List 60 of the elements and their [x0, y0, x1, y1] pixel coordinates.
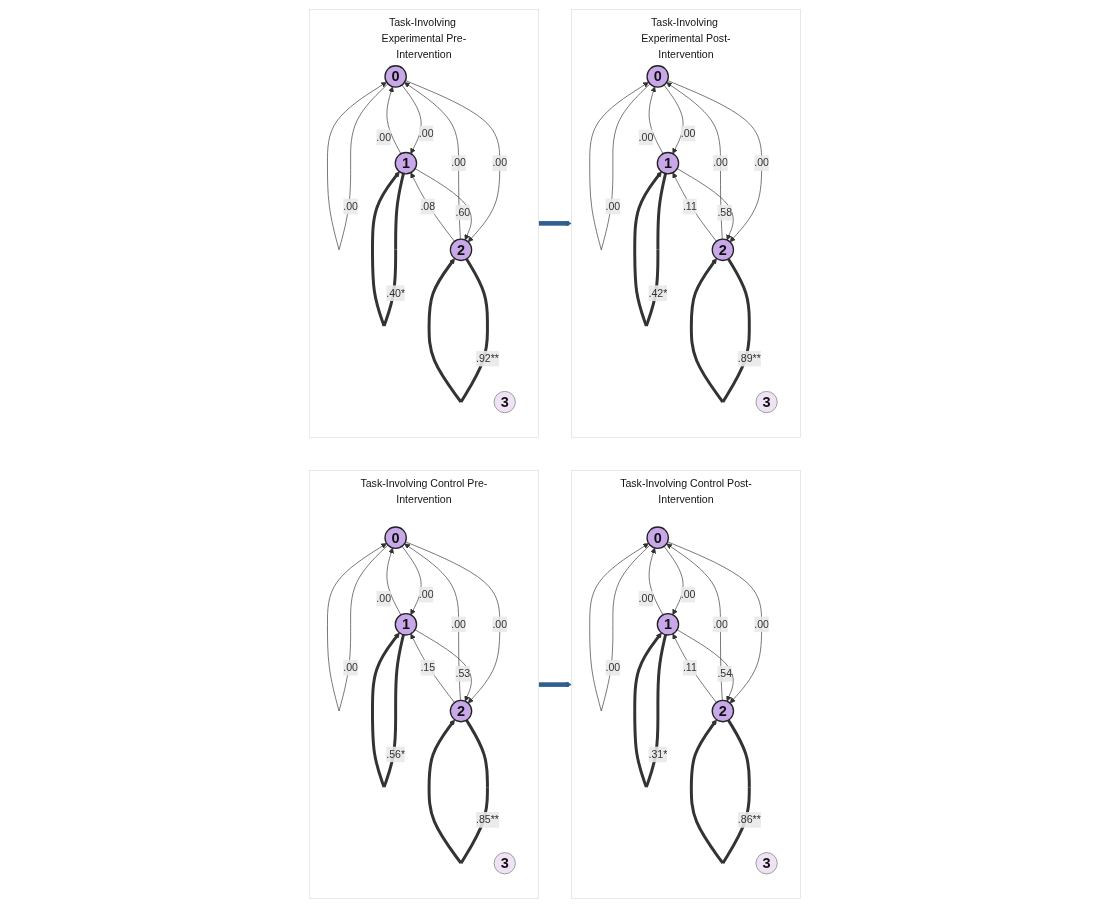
edge-label: .00	[605, 661, 621, 673]
edge-label: .11	[683, 200, 697, 212]
node-circle: 1	[394, 151, 418, 174]
edge-label: .00	[343, 200, 359, 212]
edge-label: .56*	[386, 747, 406, 760]
node-circle: 0	[646, 525, 670, 549]
node-circle: 2	[711, 238, 735, 261]
edge-label: .00	[376, 592, 392, 604]
arrow	[690, 718, 751, 864]
arrow	[427, 257, 490, 403]
edge-label: .00	[451, 617, 467, 630]
node-circle: 0	[384, 64, 408, 88]
edge-label: .00	[492, 156, 508, 168]
edge-label: .60	[455, 206, 471, 218]
edge-label: .00	[638, 592, 654, 604]
arrow	[690, 257, 751, 403]
edge-label: .42*	[648, 286, 668, 299]
node-circle: 1	[656, 612, 680, 636]
edge-label: .00	[754, 617, 770, 630]
edge-label: .11	[683, 661, 697, 673]
edge-label: .31*	[648, 747, 668, 760]
node-circle: 3	[755, 851, 778, 874]
edge-label: .58	[717, 206, 733, 218]
arrow	[538, 681, 572, 687]
edge-label: .89**	[737, 352, 761, 364]
edge-label: .85**	[476, 813, 500, 825]
edge-label: .00	[713, 156, 729, 168]
edge-label: .92**	[476, 352, 500, 364]
edge-label: .00	[419, 588, 434, 600]
node-circle: 1	[394, 612, 418, 636]
edge-label: .00	[376, 130, 392, 143]
node-circle: 2	[449, 699, 473, 722]
edge-label: .54	[717, 667, 733, 679]
edge-label: .53	[455, 667, 471, 679]
arrow	[427, 718, 490, 864]
edge-label: .00	[680, 127, 696, 139]
edge-label: .00	[605, 200, 621, 212]
node-circle: 0	[384, 525, 408, 549]
edge-label: .15	[420, 661, 436, 673]
node-circle: 2	[449, 238, 473, 261]
arrow	[633, 632, 668, 788]
edge-label: .00	[638, 130, 654, 143]
node-circle: 3	[493, 390, 516, 413]
edge-label: .00	[419, 127, 434, 139]
arrow	[371, 632, 406, 788]
edge-label: .00	[713, 617, 729, 630]
node-circle: 1	[656, 151, 680, 174]
node-circle: 3	[493, 851, 516, 874]
edge-label: .00	[343, 661, 359, 673]
edge-label: .00	[680, 588, 696, 600]
edge-label: .40*	[386, 286, 406, 299]
node-circle: 3	[755, 390, 778, 413]
node-circle: 2	[711, 699, 735, 722]
node-circle: 0	[646, 64, 670, 88]
edge-label: .00	[451, 156, 467, 168]
arrow	[538, 220, 572, 226]
edge-label: .00	[754, 156, 770, 168]
edge-label: .08	[420, 200, 436, 212]
edge-label: .00	[492, 617, 508, 630]
edge-label: .86**	[737, 813, 761, 825]
